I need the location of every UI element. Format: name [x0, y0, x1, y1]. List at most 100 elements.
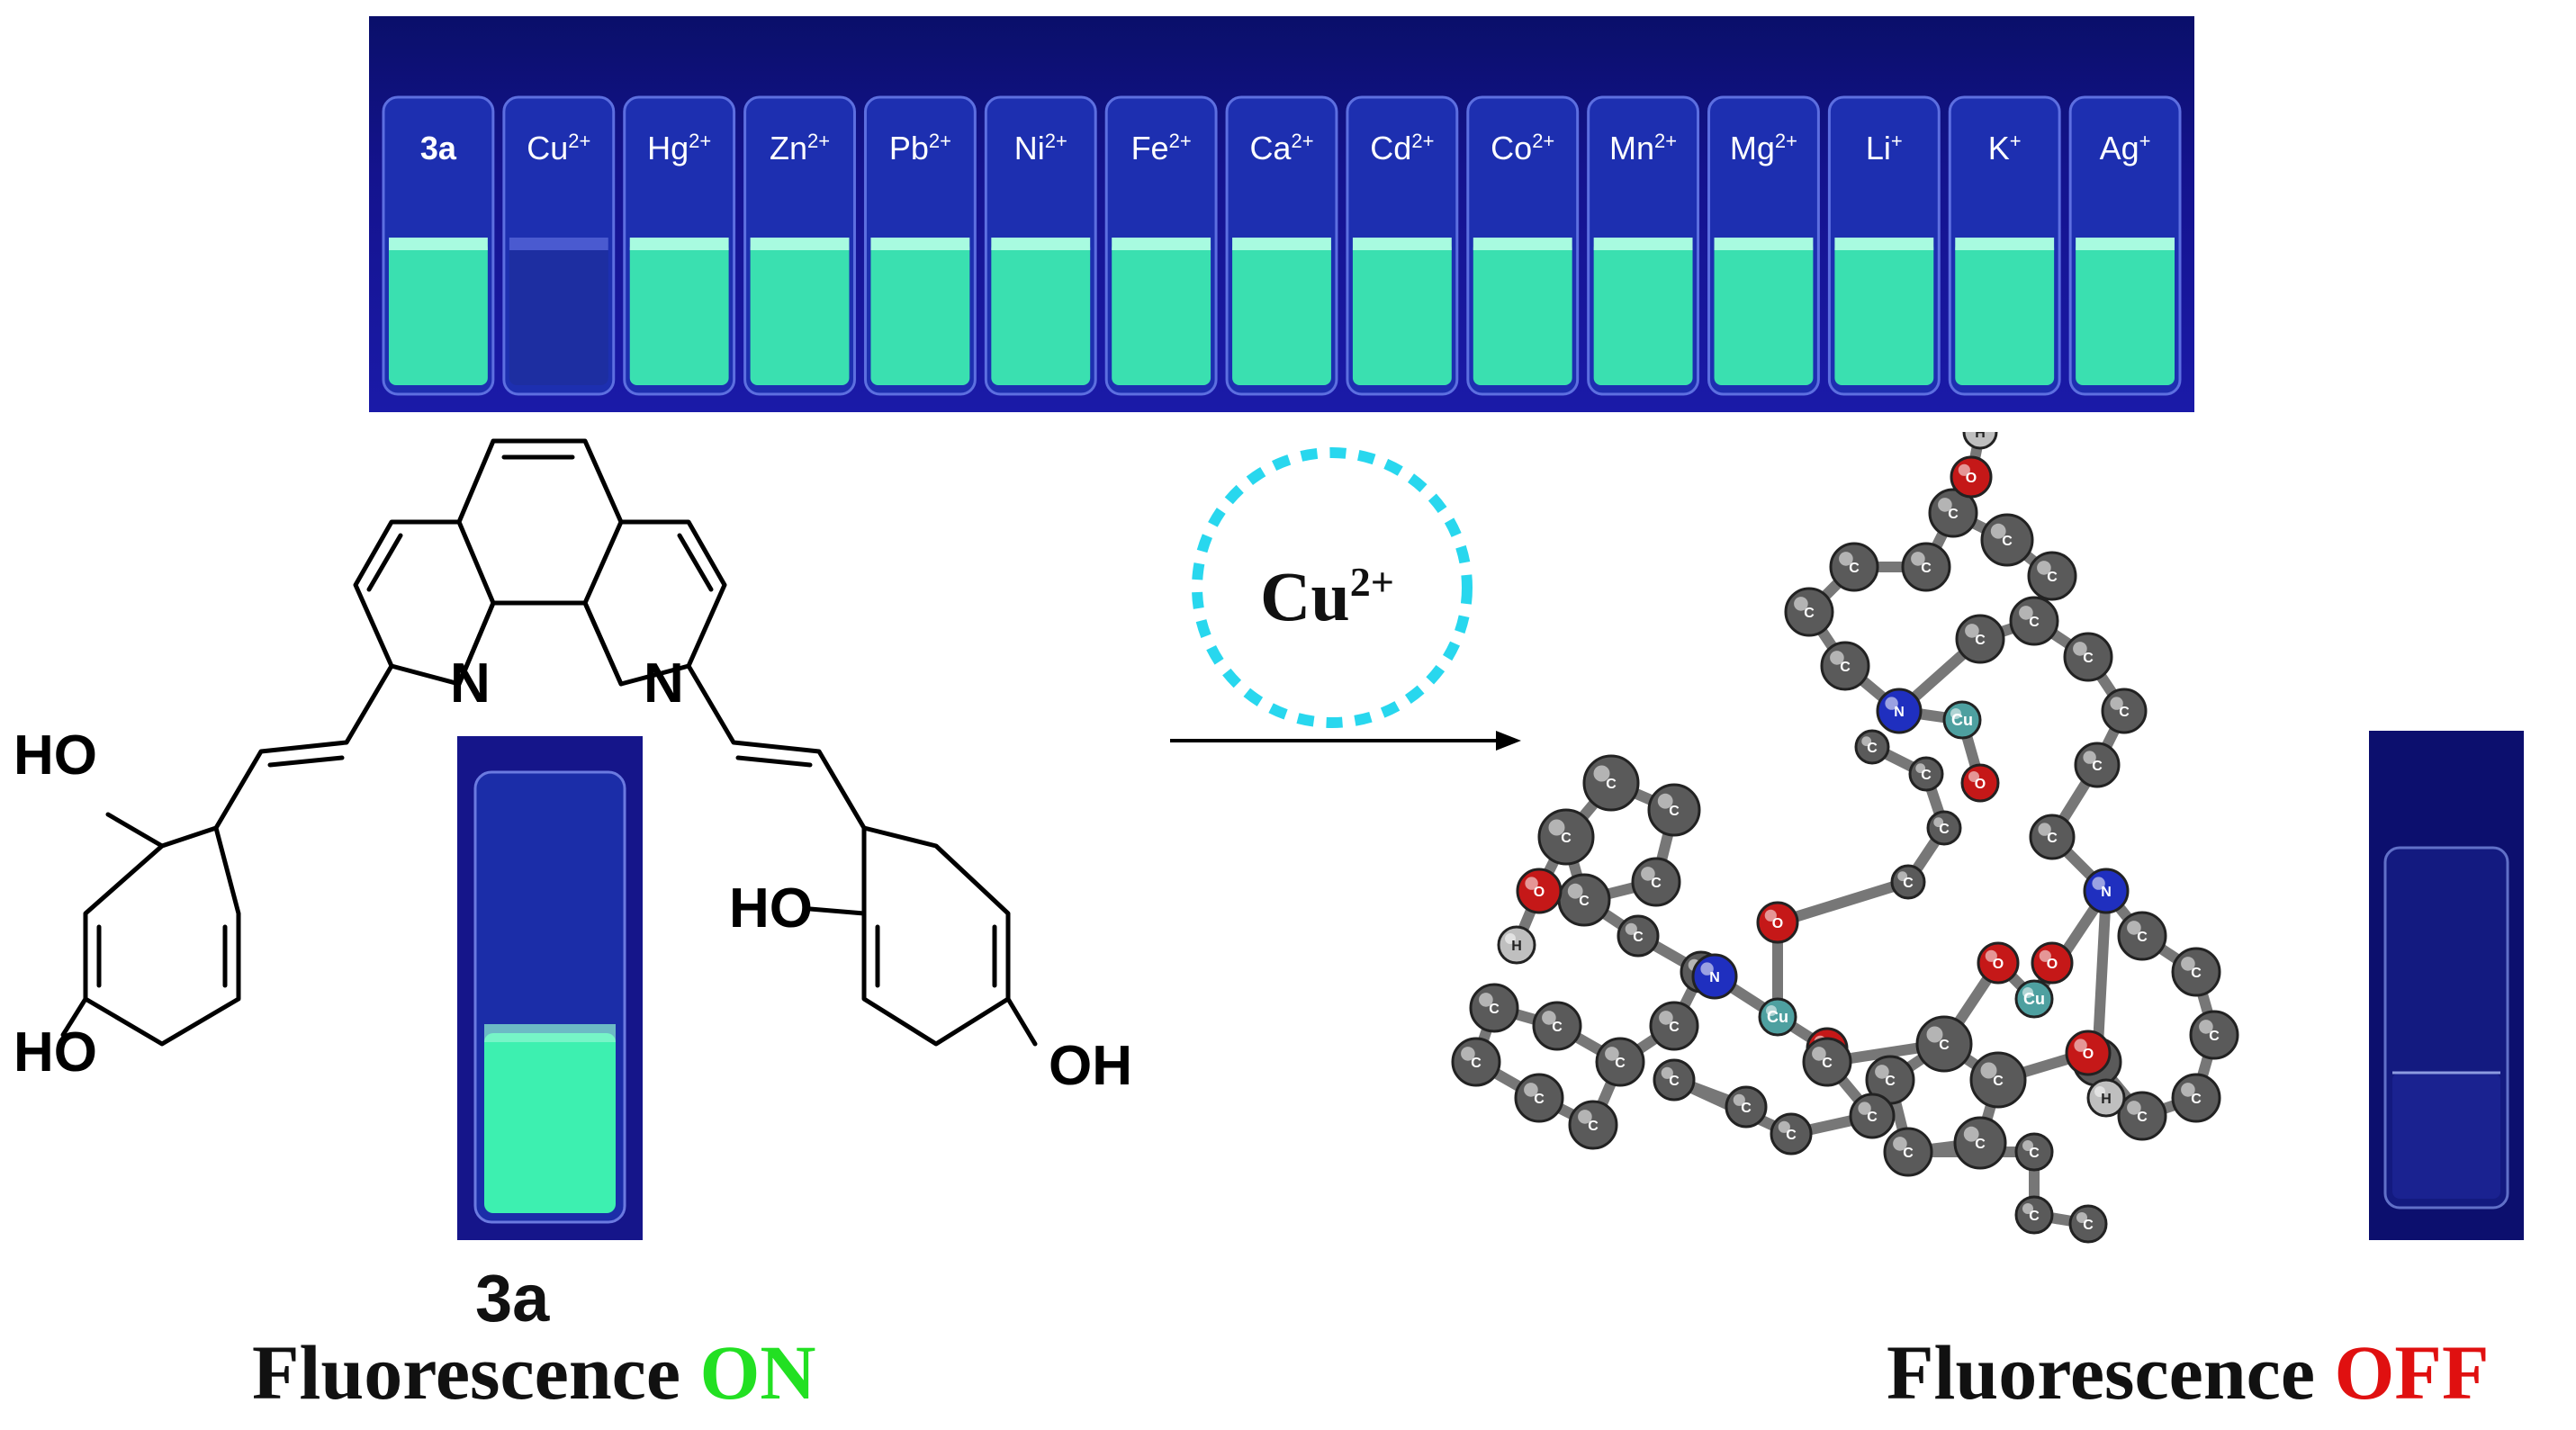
- atom-label-20: C: [1903, 876, 1914, 891]
- vial-6: [1104, 95, 1218, 396]
- atom-highlight-29: [1839, 552, 1853, 566]
- vial-11: [1707, 95, 1820, 396]
- atom-highlight-2: [1578, 1110, 1592, 1124]
- on-state: ON: [699, 1329, 816, 1416]
- atom-label-37: H: [1975, 432, 1986, 441]
- atom-highlight-60: [2022, 1203, 2033, 1214]
- atom-label-31: C: [1948, 507, 1959, 522]
- atom-highlight-1: [1524, 1083, 1538, 1097]
- atom-highlight-49: [2181, 1083, 2195, 1097]
- atom-h-37: [1962, 432, 1998, 450]
- off-state: OFF: [2334, 1329, 2490, 1416]
- atom-highlight-33: [2037, 561, 2051, 575]
- vial-label-11: Mg2+: [1729, 130, 1797, 166]
- atom-label-43: Cu: [2023, 990, 2045, 1008]
- atom-label-24: Cu: [1951, 711, 1973, 729]
- vial-2: [623, 95, 736, 396]
- atom-label-65: C: [1669, 1074, 1680, 1089]
- compound-3a-structure: N N HO HO HO OH: [14, 438, 1132, 1097]
- vial-3: [743, 95, 856, 396]
- vial-label-4: Pb2+: [888, 130, 951, 166]
- atom-highlight-63: [1858, 1102, 1871, 1115]
- atom-highlight-8: [1625, 922, 1637, 935]
- atom-label-0: C: [1471, 1056, 1482, 1071]
- atom-highlight-32: [1990, 523, 2006, 539]
- atom-label-35: C: [1975, 633, 1986, 648]
- atom-label-66: C: [1741, 1101, 1752, 1116]
- vial-label-9: Co2+: [1491, 130, 1555, 166]
- atom-highlight-42: [2092, 877, 2105, 890]
- atom-highlight-22: [1915, 763, 1926, 774]
- vial-7: [1225, 95, 1338, 396]
- atom-highlight-24: [1950, 708, 1961, 719]
- nitrogen-label-left: N: [450, 652, 491, 715]
- atom-label-57: O: [2083, 1047, 2094, 1062]
- atom-highlight-0: [1461, 1047, 1475, 1061]
- atom-highlight-46: [2127, 921, 2141, 935]
- fluorescence-on-caption: Fluorescence ON: [252, 1329, 816, 1416]
- atom-label-29: C: [1849, 561, 1860, 576]
- hydroxyl-label-2: HO: [14, 1021, 97, 1084]
- atom-label-32: C: [2002, 534, 2013, 549]
- hydroxyl-label-1: HO: [14, 724, 97, 787]
- atom-label-28: C: [1804, 606, 1815, 621]
- atom-highlight-36: [1958, 463, 1970, 476]
- vial-label-7: Ca2+: [1249, 130, 1314, 166]
- atom-highlight-34: [2019, 606, 2033, 620]
- atom-highlight-61: [2076, 1212, 2087, 1223]
- atom-highlight-23: [1861, 736, 1872, 747]
- atom-label-63: C: [1867, 1110, 1878, 1125]
- atom-highlight-16: [1700, 962, 1714, 976]
- atom-label-52: C: [1939, 1038, 1950, 1053]
- atom-label-2: C: [1588, 1119, 1599, 1134]
- atom-label-54: C: [1975, 1137, 1986, 1152]
- atom-label-48: C: [2209, 1029, 2220, 1044]
- atom-highlight-59: [2022, 1140, 2033, 1151]
- atom-label-5: C: [1489, 1002, 1500, 1017]
- atom-highlight-30: [1911, 552, 1925, 566]
- atom-label-60: C: [2029, 1209, 2040, 1224]
- atom-highlight-64: [1778, 1120, 1790, 1133]
- atom-highlight-56: [1875, 1065, 1889, 1079]
- vial-label-0: 3a: [419, 130, 456, 166]
- atom-label-19: O: [1772, 916, 1783, 931]
- atom-label-49: C: [2191, 1092, 2202, 1107]
- hydroxyl-label-4: OH: [1049, 1035, 1132, 1097]
- atom-label-17: Cu: [1767, 1008, 1788, 1026]
- atom-highlight-38: [2073, 642, 2087, 656]
- atom-highlight-65: [1661, 1066, 1673, 1079]
- fluorescence-off-caption: Fluorescence OFF: [1887, 1329, 2490, 1416]
- atom-label-64: C: [1786, 1128, 1797, 1143]
- atom-label-22: C: [1921, 768, 1932, 783]
- vial-8: [1346, 95, 1459, 396]
- atom-highlight-39: [2110, 697, 2123, 710]
- atom-label-6: C: [1669, 1020, 1680, 1035]
- atom-highlight-27: [1830, 651, 1844, 665]
- atom-label-62: C: [1822, 1056, 1833, 1071]
- atom-highlight-12: [1657, 793, 1673, 809]
- atom-label-46: C: [2137, 930, 2148, 945]
- atom-label-40: C: [2092, 759, 2103, 774]
- atom-label-45: O: [2047, 957, 2058, 972]
- vial-5: [984, 95, 1097, 396]
- vial-10: [1587, 95, 1700, 396]
- atom-highlight-57: [2074, 1039, 2087, 1052]
- atom-highlight-62: [1812, 1047, 1826, 1061]
- atom-label-50: C: [2137, 1110, 2148, 1125]
- atom-label-42: N: [2101, 885, 2112, 900]
- atom-label-4: C: [1552, 1020, 1563, 1035]
- atom-label-12: C: [1669, 804, 1680, 819]
- atom-highlight-5: [1479, 993, 1493, 1007]
- vial-label-12: Li+: [1865, 130, 1903, 166]
- cu-ion-label: Cu2+: [1260, 557, 1394, 635]
- vial-label-3: Zn2+: [769, 130, 831, 166]
- atom-highlight-4: [1542, 1011, 1556, 1025]
- atom-label-38: C: [2083, 651, 2094, 666]
- vial-13: [1948, 95, 2061, 396]
- atom-label-56: C: [1885, 1074, 1896, 1089]
- vial-label-2: Hg2+: [647, 130, 712, 166]
- atom-highlight-15: [1505, 933, 1516, 944]
- atom-highlight-9: [1567, 883, 1583, 899]
- atom-highlight-21: [1933, 817, 1944, 828]
- atom-highlight-55: [1893, 1137, 1907, 1151]
